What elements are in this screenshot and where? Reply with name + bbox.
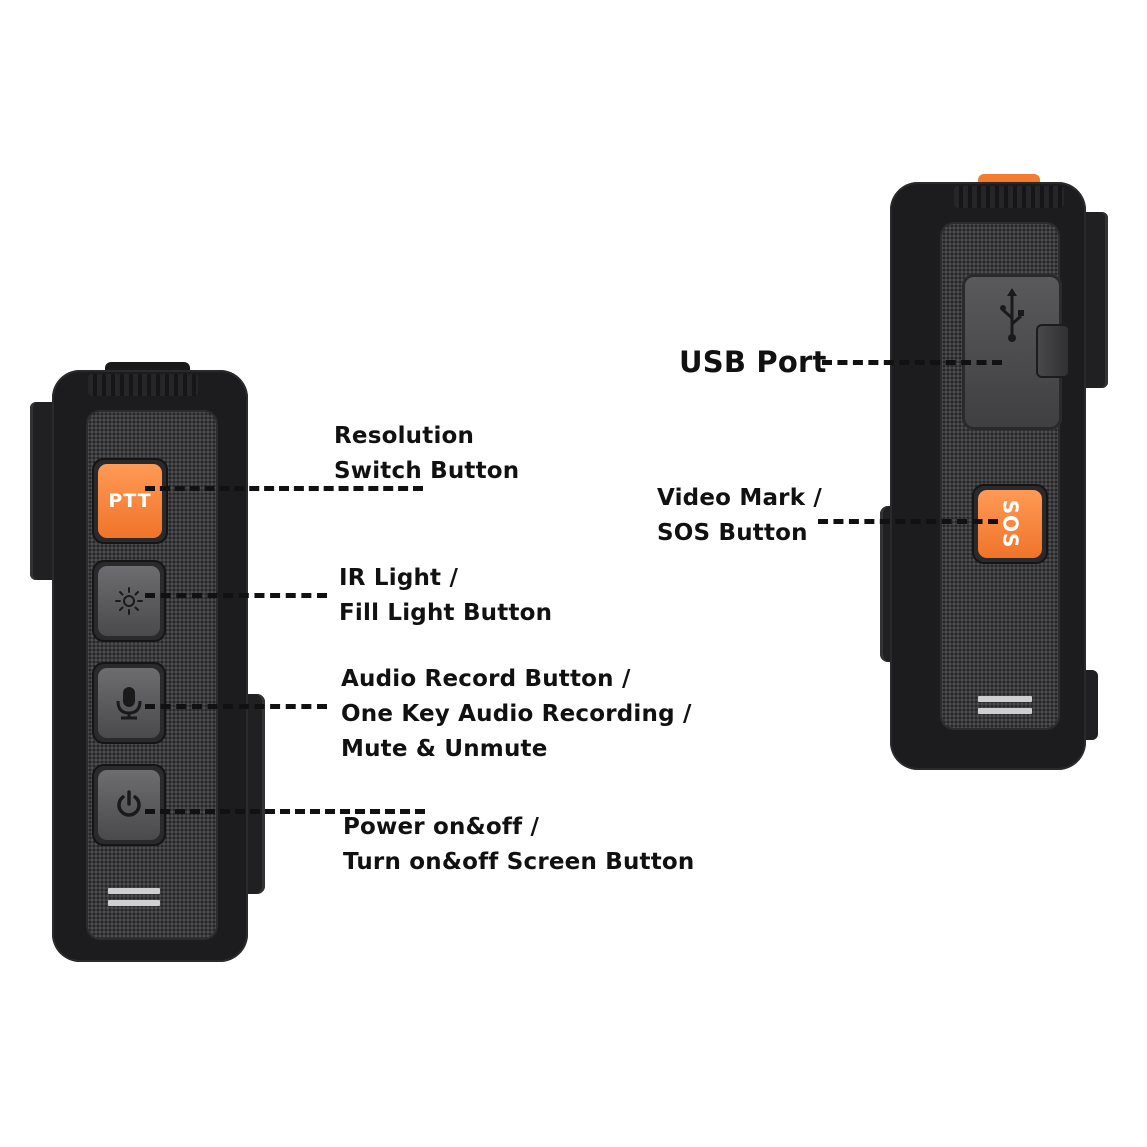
right-device-body (890, 182, 1086, 770)
sos-button-label: SOS (998, 499, 1022, 549)
label-ir-light: IR Light / Fill Light Button (339, 561, 552, 631)
label-resolution-line1: Resolution (334, 423, 475, 449)
label-sos: Video Mark / SOS Button (657, 481, 822, 551)
power-icon (117, 790, 141, 817)
left-device-vent-slot (108, 900, 160, 906)
power-button[interactable] (92, 764, 166, 846)
sos-button[interactable]: SOS (972, 484, 1048, 564)
label-audio-record: Audio Record Button / One Key Audio Reco… (341, 662, 692, 767)
label-power: Power on&off / Turn on&off Screen Button (343, 810, 695, 880)
label-usb-port: USB Port (679, 343, 827, 381)
ir-light-button[interactable] (92, 560, 166, 642)
callout-line-audio (145, 704, 327, 709)
label-power-line2: Turn on&off Screen Button (343, 849, 695, 875)
callout-line-sos (818, 519, 998, 524)
right-device: SOS (880, 174, 1120, 774)
callout-line-ir-light (145, 593, 327, 598)
callout-line-resolution (145, 486, 423, 491)
left-device: PTT (30, 362, 265, 962)
ptt-button-label: PTT (108, 490, 152, 512)
usb-icon (1000, 288, 1024, 342)
label-power-line1: Power on&off / (343, 814, 540, 840)
audio-record-button[interactable] (92, 662, 166, 744)
ptt-button[interactable]: PTT (92, 458, 168, 544)
microphone-icon (116, 687, 142, 720)
label-audio-line3: Mute & Unmute (341, 736, 548, 762)
usb-cover-latch[interactable] (1036, 324, 1070, 378)
callout-line-power (145, 809, 425, 814)
callout-line-usb (822, 360, 1002, 365)
sun-icon (115, 587, 143, 615)
label-audio-line2: One Key Audio Recording / (341, 701, 692, 727)
label-sos-line1: Video Mark / (657, 485, 823, 511)
label-resolution-line2: Switch Button (334, 458, 520, 484)
label-usb-line1: USB Port (679, 345, 827, 379)
label-sos-line2: SOS Button (657, 520, 808, 546)
label-ir-light-line1: IR Light / (339, 565, 459, 591)
label-ir-light-line2: Fill Light Button (339, 600, 553, 626)
right-device-vent-slot (978, 696, 1032, 702)
right-device-top-ridge (954, 186, 1064, 208)
label-audio-line1: Audio Record Button / (341, 666, 631, 692)
right-device-vent-slot (978, 708, 1032, 714)
left-device-top-ridge (88, 374, 198, 396)
left-device-vent-slot (108, 888, 160, 894)
label-resolution-switch: Resolution Switch Button (334, 419, 519, 489)
